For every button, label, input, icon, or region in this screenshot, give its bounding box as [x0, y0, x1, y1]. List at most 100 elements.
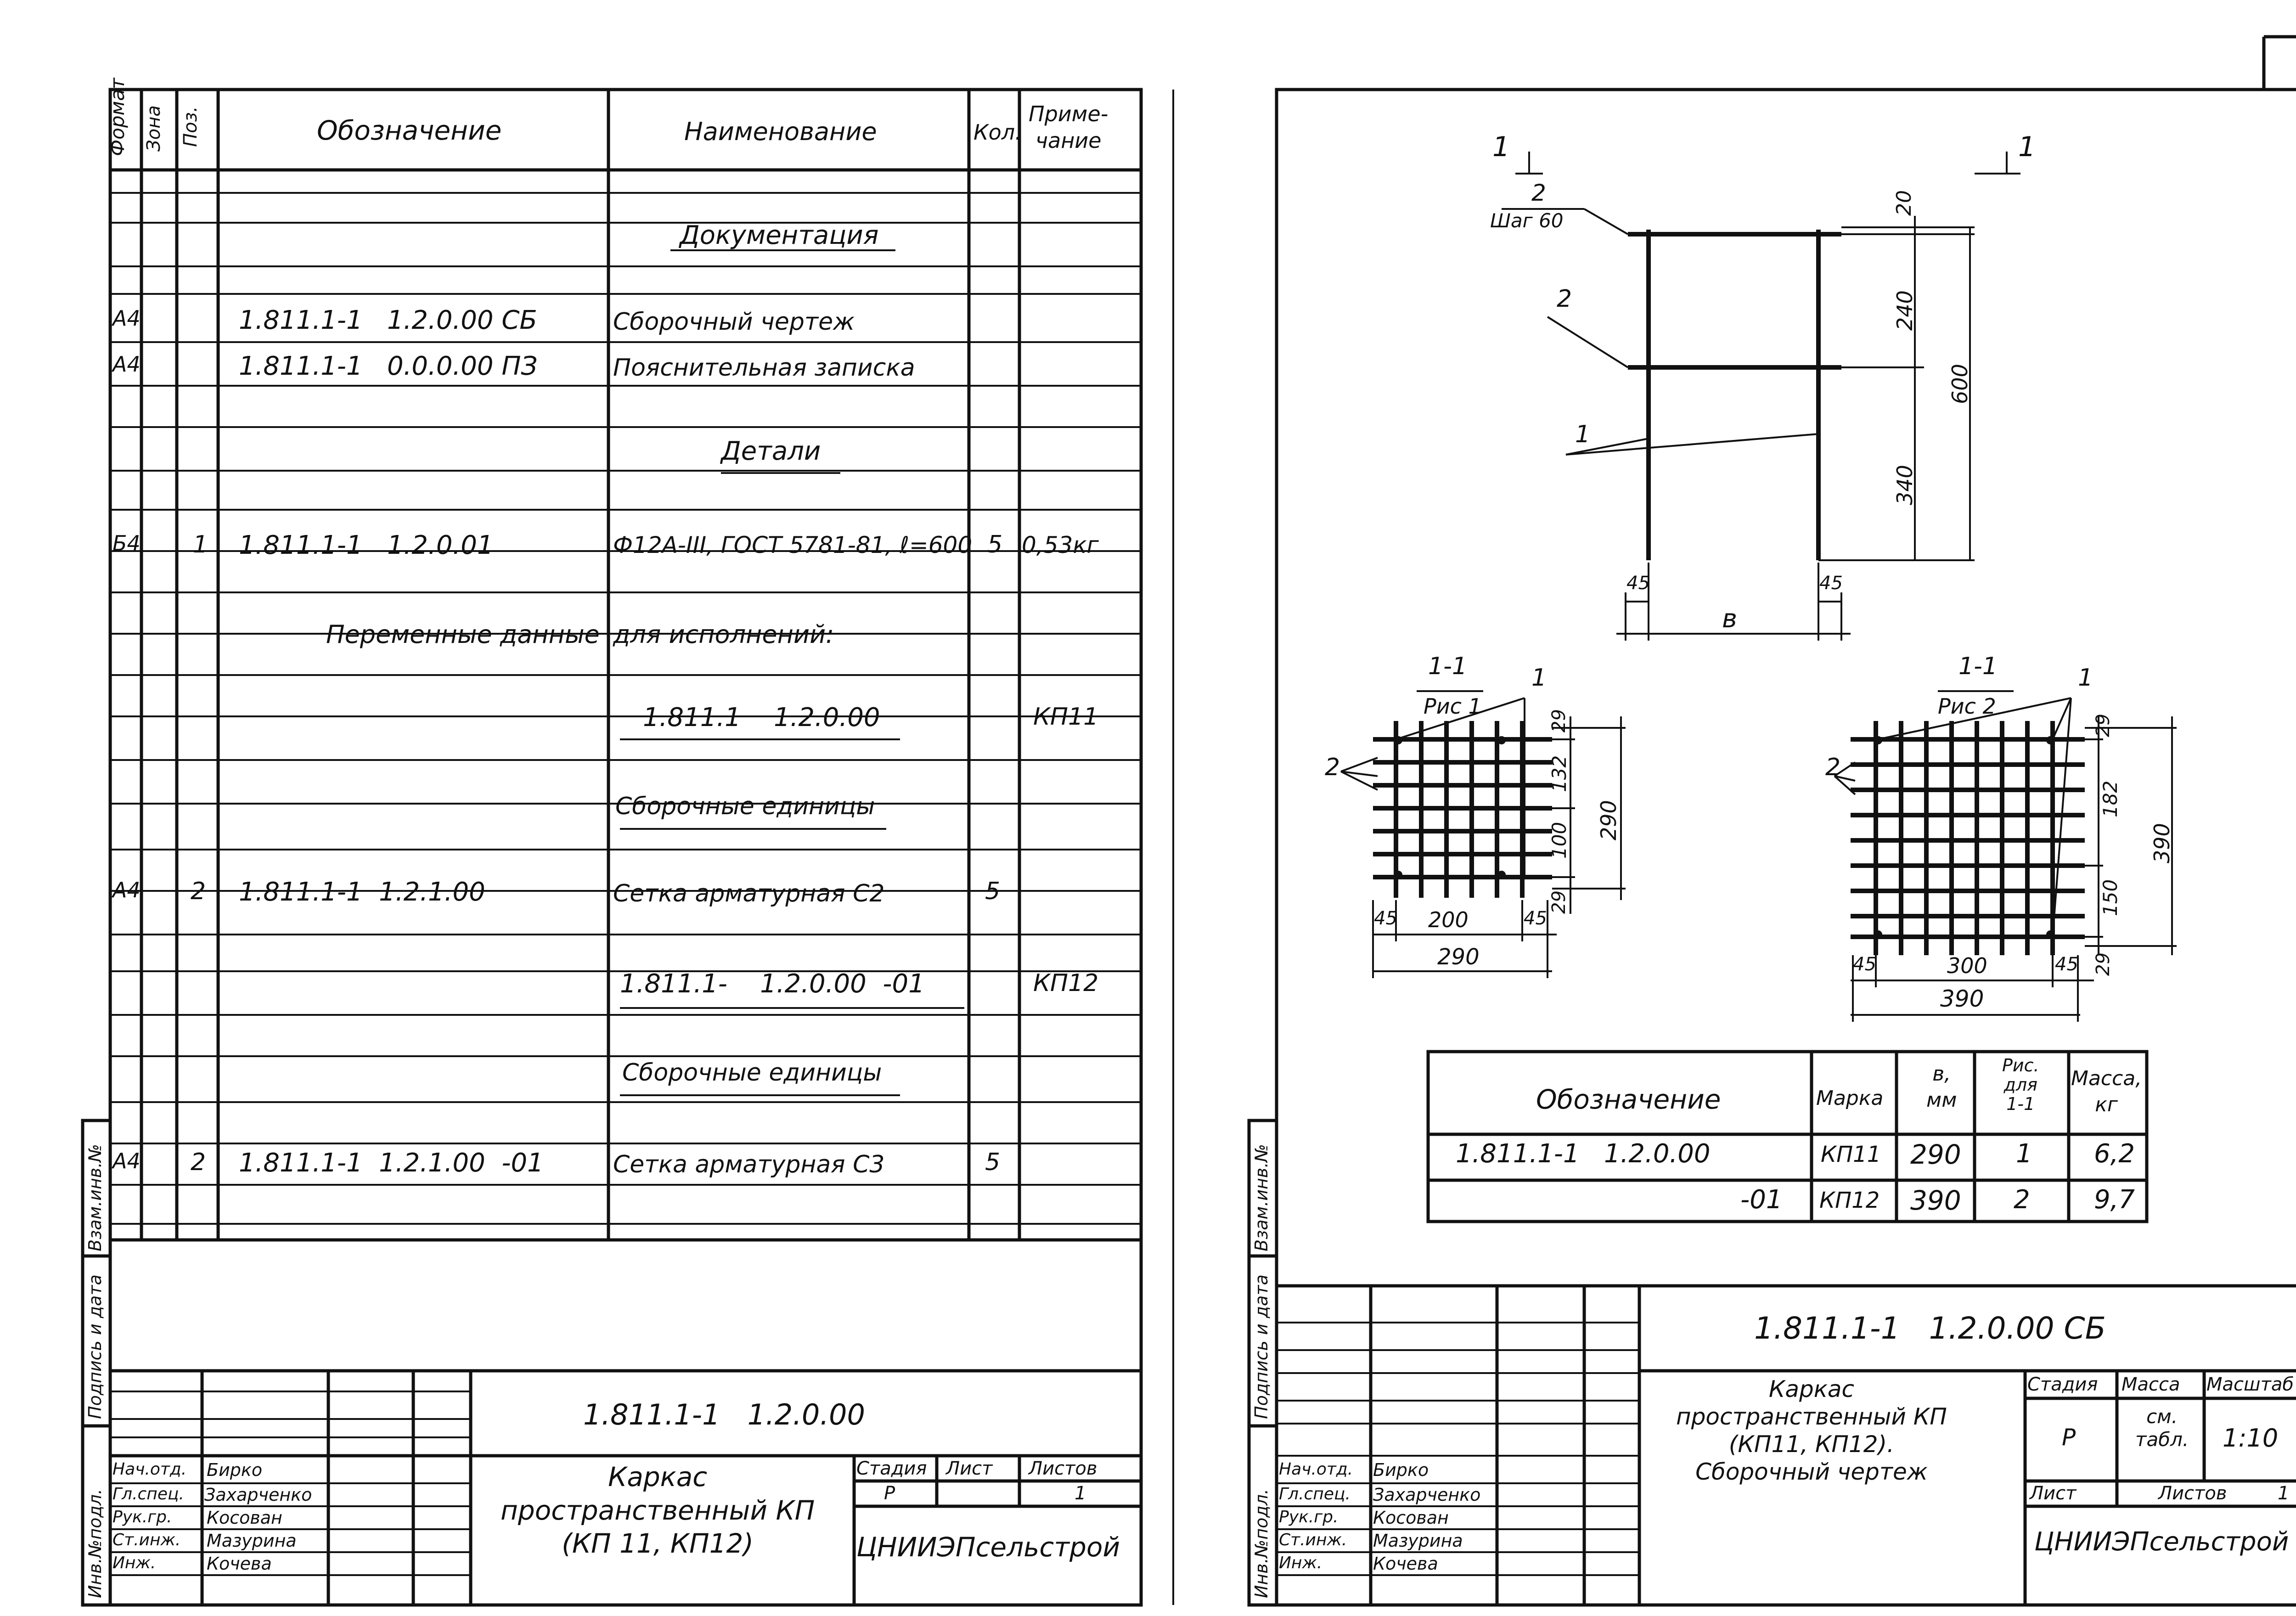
- sign-name: Бирко: [1373, 1460, 1429, 1480]
- section-mark-left: 1: [1492, 131, 1510, 163]
- row-name: Сборочные единицы: [622, 1059, 882, 1087]
- sign-name: Захарченко: [204, 1485, 312, 1505]
- mass-header: Масса: [2122, 1374, 2180, 1395]
- header-pos: Поз.: [180, 106, 201, 147]
- drawing-code: 1.811.1-1 1.2.0.00 СБ: [1754, 1311, 2106, 1346]
- header-note: Приме- чание: [1029, 101, 1109, 153]
- stage-header: Стадия: [856, 1458, 927, 1479]
- side-sign-date: Подпись и дата: [1251, 1274, 1272, 1419]
- sheets-value: 1: [2278, 1483, 2290, 1504]
- section2-bar2: 2: [1825, 754, 1841, 781]
- row-qty: 5: [985, 878, 1001, 905]
- header-designation: Обозначение: [317, 115, 502, 146]
- section1-d1: 29: [1548, 709, 1570, 732]
- sheets-value: 1: [1075, 1483, 1086, 1504]
- sign-role: Рук.гр.: [113, 1508, 172, 1526]
- dim-mid: 240: [1892, 290, 1917, 331]
- row-note: КП12: [1033, 969, 1099, 997]
- row-qty: 5: [987, 531, 1003, 558]
- sign-role: Ст.инж.: [113, 1531, 181, 1549]
- row-designation: 1.811.1-1 0.0.0.00 ПЗ: [239, 351, 538, 381]
- side-vzam: Взам.инв.№: [85, 1144, 105, 1251]
- table-row-fig: 1: [2016, 1139, 2032, 1169]
- section1-d2: 132: [1548, 755, 1570, 792]
- table-row-designation: 1.811.1-1 1.2.0.00: [1456, 1139, 1711, 1169]
- row-designation: 1.811.1-1 1.2.0.00 СБ: [239, 305, 537, 335]
- row-format: А4: [113, 306, 141, 331]
- section2-w: 390: [1940, 985, 1984, 1012]
- section1-w2: 200: [1428, 907, 1469, 932]
- row-name: Сборочный чертеж: [613, 308, 855, 336]
- sign-name: Кочева: [1373, 1554, 1438, 1574]
- table-header-mass: Масса, кг: [2071, 1067, 2142, 1117]
- row-designation: Переменные данные: [326, 620, 600, 649]
- row-name: 1.811.1- 1.2.0.00 -01: [620, 969, 925, 999]
- side-inv-orig: Инв.№подл.: [1251, 1488, 1272, 1598]
- sheets-header: Листов: [1029, 1458, 1097, 1479]
- row-designation: 1.811.1-1 1.2.1.00 -01: [239, 1148, 544, 1178]
- sign-role: Ст.инж.: [1279, 1531, 1347, 1549]
- dim-top: 20: [1892, 190, 1916, 216]
- row-format: А4: [113, 878, 141, 902]
- side-inv-orig: Инв.№подл.: [85, 1488, 105, 1598]
- sign-name: Косован: [1373, 1508, 1449, 1528]
- spec-row-section: Документация: [680, 220, 879, 250]
- section2-w3: 45: [2055, 954, 2078, 975]
- section1-w3: 45: [1524, 908, 1547, 929]
- table-row-b: 390: [1910, 1185, 1961, 1216]
- section2-w2: 300: [1947, 953, 1987, 978]
- row-note: 0,53кг: [1022, 532, 1099, 558]
- section2-sub: Рис 2: [1938, 694, 1996, 719]
- section2-d4: 29: [2093, 952, 2114, 976]
- row-pos: 2: [191, 878, 206, 905]
- row-designation: 1.811.1-1 1.2.1.00: [239, 877, 485, 907]
- sign-name: Бирко: [207, 1460, 263, 1480]
- callout-bar2: 2: [1531, 180, 1546, 206]
- section2-h: 390: [2150, 823, 2174, 863]
- table-row-designation: -01: [1740, 1185, 1783, 1215]
- section2-title: 1-1: [1958, 653, 1998, 680]
- dim-bottom: 340: [1892, 465, 1917, 505]
- table-row-fig: 2: [2014, 1185, 2030, 1215]
- table-row-mark: КП12: [1819, 1188, 1880, 1213]
- header-format: Формат: [106, 78, 129, 156]
- section1-d3: 100: [1548, 822, 1570, 859]
- scale-value: 1:10: [2223, 1424, 2279, 1453]
- scale-header: Масштаб: [2206, 1374, 2294, 1395]
- sign-role: Инж.: [113, 1554, 156, 1572]
- section2-d2: 182: [2099, 780, 2122, 817]
- row-note: КП11: [1033, 703, 1099, 731]
- callout-bar1: 1: [1575, 421, 1591, 448]
- sign-name: Мазурина: [207, 1531, 297, 1551]
- stage-header: Стадия: [2027, 1374, 2098, 1395]
- row-format: Б4: [113, 531, 141, 556]
- sheets-header: Листов: [2158, 1483, 2227, 1504]
- section2-d3: 150: [2099, 879, 2122, 916]
- row-format: А4: [113, 1149, 141, 1173]
- side-sign-date: Подпись и дата: [85, 1274, 105, 1419]
- side-vzam: Взам.инв.№: [1251, 1144, 1272, 1251]
- callout-step: Шаг 60: [1490, 209, 1564, 232]
- sheet-header: Лист: [2030, 1483, 2077, 1504]
- row-name: Сетка арматурная С3: [613, 1151, 885, 1178]
- section1-w: 290: [1437, 944, 1480, 970]
- table-row-mark: КП11: [1821, 1142, 1881, 1167]
- header-name: Наименование: [684, 117, 877, 146]
- row-designation: 1.811.1-1 1.2.0.01: [239, 530, 494, 560]
- section2-bar1: 1: [2078, 664, 2093, 692]
- org-name: ЦНИИЭПсельстрой: [2034, 1527, 2289, 1557]
- row-name: 1.811.1 1.2.0.00: [643, 703, 880, 732]
- sign-role: Гл.спец.: [1279, 1485, 1351, 1503]
- table-header-b: в, мм: [1926, 1062, 1957, 1112]
- row-format: А4: [113, 352, 141, 377]
- row-name: для исполнений:: [613, 620, 834, 649]
- mass-value: см. табл.: [2135, 1405, 2189, 1451]
- section1-d4: 29: [1548, 890, 1570, 914]
- dim-right: 45: [1819, 573, 1843, 594]
- header-qty: Кол.: [974, 120, 1022, 145]
- table-header-mark: Марка: [1816, 1087, 1884, 1110]
- sheet-header: Лист: [946, 1458, 993, 1479]
- table-header-fig: Рис. для 1-1: [2002, 1055, 2039, 1114]
- table-row-mass: 9,7: [2094, 1185, 2135, 1215]
